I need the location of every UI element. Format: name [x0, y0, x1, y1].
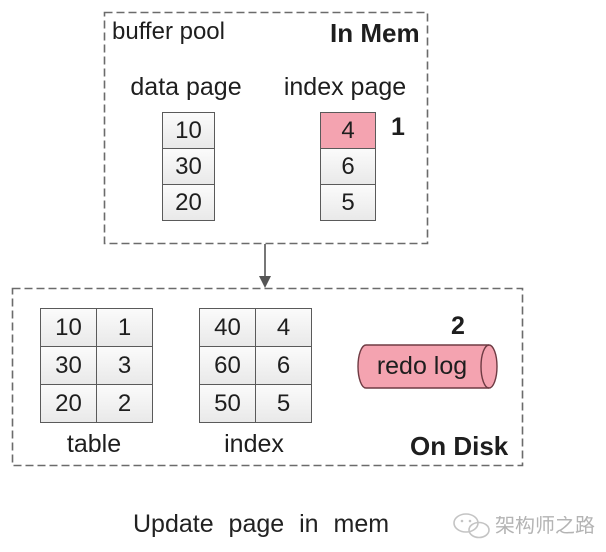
flow-arrow-head: [259, 276, 271, 288]
index-page-cell: 4: [321, 113, 375, 148]
index-cell: 5: [256, 385, 311, 422]
table-cell: 20: [41, 385, 96, 422]
flow-arrow: [259, 244, 271, 288]
buffer-pool-title: buffer pool: [112, 18, 225, 45]
index-grid: 40 4 60 6 50 5: [199, 308, 312, 423]
table-cell: 2: [97, 385, 152, 422]
table-cell: 3: [97, 347, 152, 384]
buffer-pool-box: [103, 11, 429, 245]
wechat-icon: [453, 513, 490, 539]
table-cell: 10: [41, 309, 96, 346]
index-page-cell: 5: [321, 185, 375, 220]
in-mem-label: In Mem: [330, 18, 420, 48]
index-cell: 4: [256, 309, 311, 346]
data-page-cell: 10: [163, 113, 214, 148]
data-page-column: 10 30 20: [162, 112, 215, 221]
index-cell: 40: [200, 309, 255, 346]
data-page-label: data page: [130, 73, 242, 101]
redo-log-label: redo log: [376, 352, 468, 380]
data-page-cell: 30: [163, 149, 214, 184]
index-page-column: 4 6 5: [320, 112, 376, 221]
index-cell: 6: [256, 347, 311, 384]
redo-log-end-face: [480, 344, 490, 389]
index-cell: 50: [200, 385, 255, 422]
index-label: index: [224, 430, 284, 458]
data-page-cell: 20: [163, 185, 214, 220]
disk-box: [11, 287, 524, 467]
caption: Update page in mem: [133, 510, 390, 538]
on-disk-label: On Disk: [410, 431, 509, 461]
redo-log-cylinder: [357, 344, 498, 389]
step-marker-2: 2: [451, 312, 465, 340]
table-cell: 30: [41, 347, 96, 384]
table-cell: 1: [97, 309, 152, 346]
step-marker-1: 1: [391, 113, 405, 141]
table-grid: 10 1 30 3 20 2: [40, 308, 153, 423]
index-cell: 60: [200, 347, 255, 384]
index-page-cell: 6: [321, 149, 375, 184]
watermark-text: 架构师之路: [495, 516, 595, 536]
table-label: table: [66, 430, 122, 458]
index-page-label: index page: [283, 73, 407, 101]
